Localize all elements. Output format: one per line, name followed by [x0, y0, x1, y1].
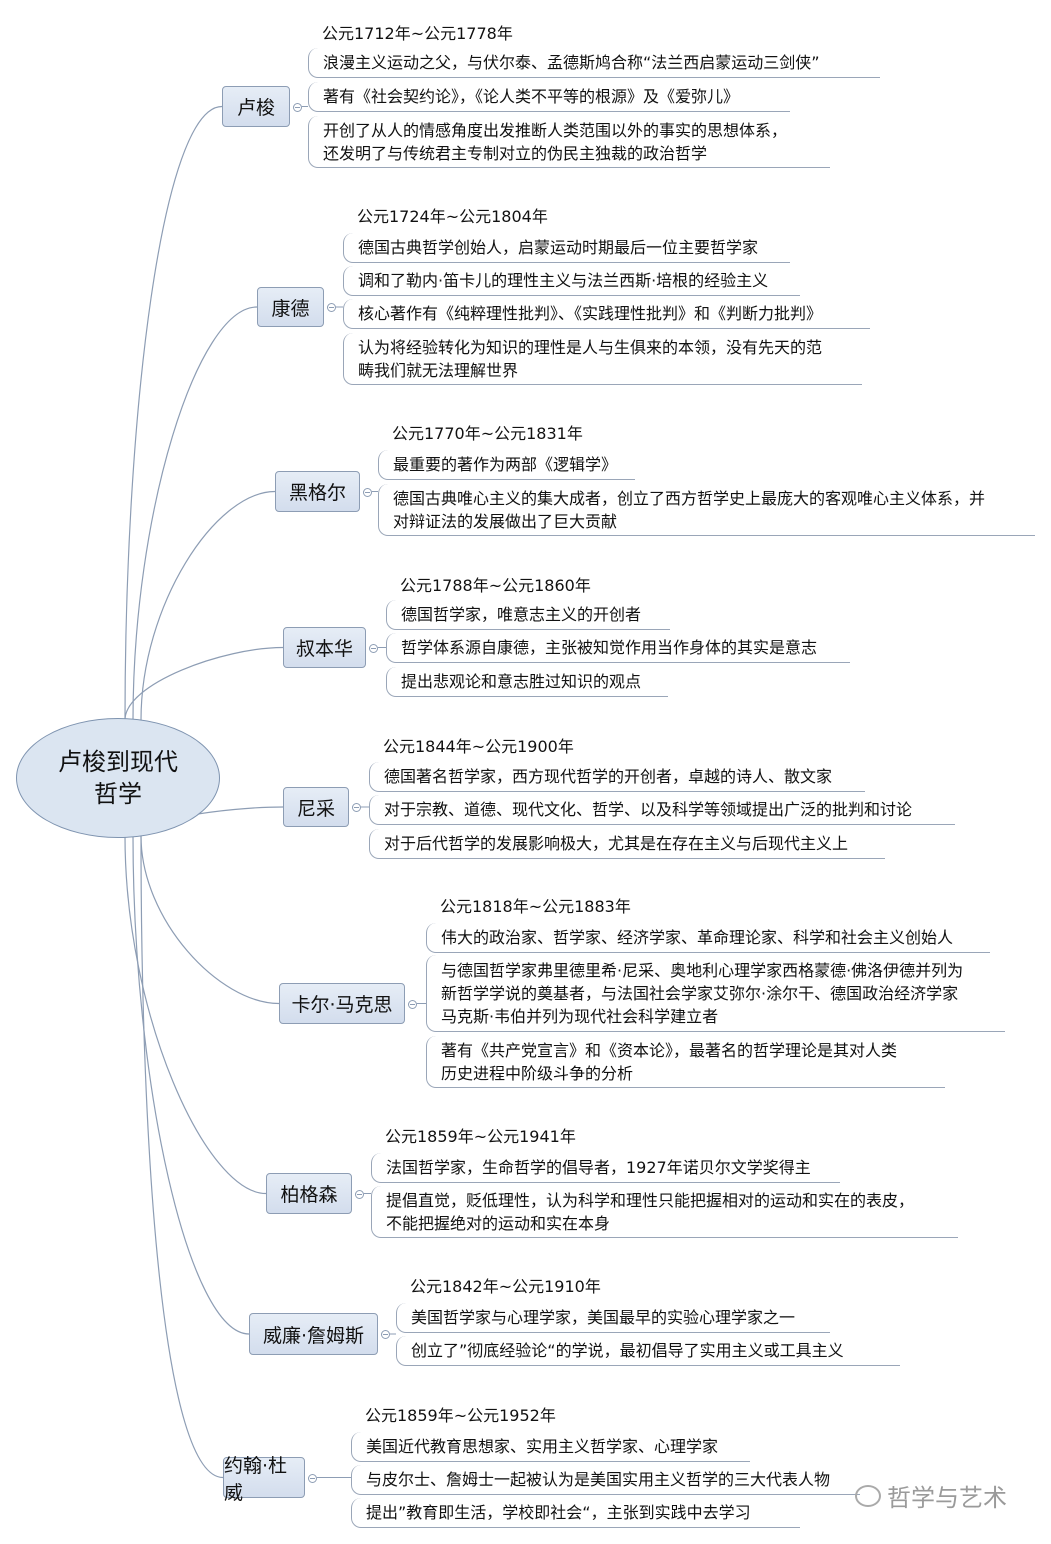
branch-detail-item: 与德国哲学家弗里德里希·尼采、奥地利心理学家西格蒙德·佛洛伊德并列为 新哲学学说…	[426, 955, 1005, 1032]
branch-dates: 公元1859年~公元1941年	[385, 1127, 576, 1146]
collapse-toggle-icon[interactable]	[408, 999, 417, 1009]
branch-dates: 公元1818年~公元1883年	[440, 897, 631, 916]
branch-detail-item: 核心著作有《纯粹理性批判》、《实践理性批判》和《判断力批判》	[343, 299, 870, 329]
branch-detail-item: 美国近代教育思想家、实用主义哲学家、心理学家	[351, 1432, 750, 1462]
branch-detail-item: 著有《社会契约论》，《论人类不平等的根源》及《爱弥儿》	[308, 82, 790, 112]
collapse-toggle-icon[interactable]	[308, 1473, 317, 1483]
collapse-toggle-icon[interactable]	[363, 487, 372, 497]
branch-detail-item: 德国哲学家，唯意志主义的开创者	[386, 600, 670, 630]
collapse-toggle-icon[interactable]	[355, 1189, 364, 1199]
branch-detail-item: 提倡直觉，贬低理性，认为科学和理性只能把握相对的运动和实在的表皮， 不能把握绝对…	[371, 1186, 958, 1238]
branch-dates: 公元1712年~公元1778年	[322, 24, 513, 43]
watermark: 哲学与艺术	[855, 1478, 1007, 1513]
collapse-toggle-icon[interactable]	[352, 803, 361, 812]
branch-detail-item: 对于宗教、道德、现代文化、哲学、以及科学等领域提出广泛的批判和讨论	[369, 795, 955, 825]
branch-node[interactable]: 威廉·詹姆斯	[249, 1313, 378, 1355]
collapse-toggle-icon[interactable]	[369, 643, 378, 653]
branch-detail-item: 德国古典唯心主义的集大成者，创立了西方哲学史上最庞大的客观唯心主义体系，并 对辩…	[378, 484, 1035, 536]
branch-detail-item: 认为将经验转化为知识的理性是人与生俱来的本领，没有先天的范 畴我们就无法理解世界	[343, 333, 862, 385]
wechat-icon	[855, 1484, 881, 1507]
branch-connector	[124, 105, 223, 721]
branch-detail-item: 最重要的著作为两部《逻辑学》	[378, 450, 635, 480]
branch-dates: 公元1844年~公元1900年	[383, 737, 574, 756]
branch-node[interactable]: 柏格森	[266, 1173, 352, 1214]
branch-detail-item: 德国古典哲学创始人，启蒙运动时期最后一位主要哲学家	[343, 233, 790, 263]
branch-detail-item: 提出”教育即生活，学校即社会“，主张到实践中去学习	[351, 1498, 800, 1528]
branch-detail-item: 伟大的政治家、哲学家、经济学家、革命理论家、科学和社会主义创始人	[426, 923, 990, 953]
branch-detail-item: 法国哲学家，生命哲学的倡导者，1927年诺贝尔文学奖得主	[371, 1153, 840, 1183]
branch-dates: 公元1842年~公元1910年	[410, 1277, 601, 1296]
branch-dates: 公元1788年~公元1860年	[400, 576, 591, 595]
branch-detail-item: 对于后代哲学的发展影响极大，尤其是在存在主义与后现代主义上	[369, 829, 885, 859]
branch-connector	[132, 835, 250, 1335]
branch-detail-item: 美国哲学家与心理学家，美国最早的实验心理学家之一	[396, 1303, 830, 1333]
branch-detail-item: 著有《共产党宣言》和《资本论》，最著名的哲学理论是其对人类 历史进程中阶级斗争的…	[426, 1036, 945, 1088]
branch-detail-item: 调和了勒内·笛卡儿的理性主义与法兰西斯·培根的经验主义	[343, 266, 800, 296]
branch-connector	[124, 835, 267, 1195]
collapse-toggle-icon[interactable]	[327, 303, 336, 312]
branch-detail-item: 创立了”彻底经验论“的学说，最初倡导了实用主义或工具主义	[396, 1336, 900, 1366]
watermark-text: 哲学与艺术	[887, 1484, 1007, 1512]
branch-node[interactable]: 卡尔·马克思	[279, 983, 405, 1024]
branch-dates: 公元1859年~公元1952年	[365, 1406, 556, 1425]
branch-node[interactable]: 约翰·杜威	[223, 1455, 305, 1504]
branch-detail-item: 德国著名哲学家，西方现代哲学的开创者，卓越的诗人、散文家	[369, 762, 865, 792]
branch-node[interactable]: 康德	[257, 287, 324, 327]
branch-node[interactable]: 卢梭	[222, 86, 290, 127]
branch-node[interactable]: 叔本华	[283, 627, 366, 668]
collapse-toggle-icon[interactable]	[381, 1330, 390, 1339]
branch-connector	[132, 306, 258, 721]
collapse-toggle-icon[interactable]	[293, 102, 302, 112]
branch-node[interactable]: 尼采	[283, 787, 349, 827]
central-topic[interactable]: 卢梭到现代 哲学	[16, 718, 220, 838]
branch-connector	[140, 490, 276, 721]
branch-detail-item: 提出悲观论和意志胜过知识的观点	[386, 667, 668, 697]
branch-detail-item: 哲学体系源自康德，主张被知觉作用当作身体的其实是意志	[386, 633, 850, 663]
branch-dates: 公元1770年~公元1831年	[392, 424, 583, 443]
branch-detail-item: 浪漫主义运动之父，与伏尔泰、孟德斯鸠合称“法兰西启蒙运动三剑侠”	[308, 48, 880, 78]
branch-connector	[140, 835, 224, 1479]
branch-connector	[124, 646, 284, 721]
branch-connector	[140, 835, 280, 1005]
branch-detail-item: 与皮尔士、詹姆士一起被认为是美国实用主义哲学的三大代表人物	[351, 1465, 860, 1495]
branch-detail-item: 开创了从人的情感角度出发推断人类范围以外的事实的思想体系， 还发明了与传统君主专…	[308, 116, 830, 168]
branch-dates: 公元1724年~公元1804年	[357, 207, 548, 226]
branch-node[interactable]: 黑格尔	[275, 471, 360, 512]
